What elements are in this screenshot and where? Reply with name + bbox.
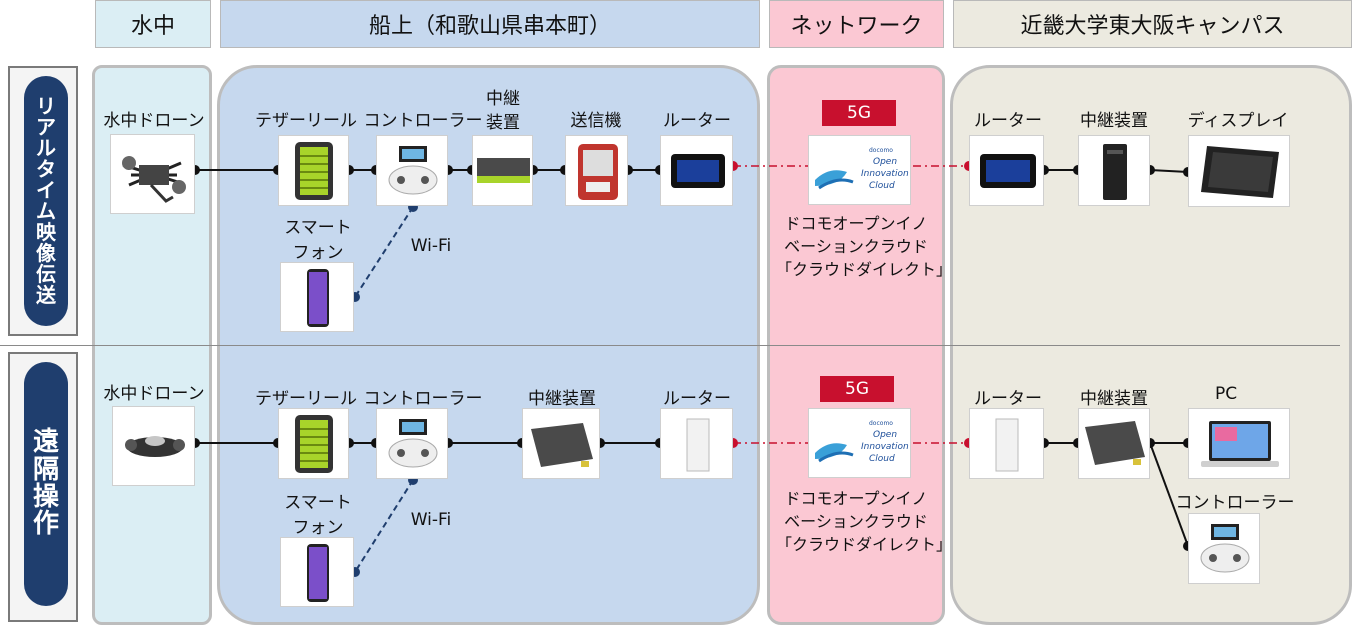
router-bottom-icon xyxy=(660,408,733,479)
drone-bottom-icon xyxy=(112,406,195,486)
campus-router-bottom-icon xyxy=(969,408,1044,479)
label-pc: PC xyxy=(1214,384,1238,404)
label-campus-relay-top: 中継装置 xyxy=(1080,111,1148,131)
label-controller-bottom: コントローラー xyxy=(363,389,483,409)
relay-device-icon xyxy=(472,135,533,206)
label-display: ディスプレイ xyxy=(1187,111,1289,131)
label-wifi-top: Wi-Fi xyxy=(410,236,452,256)
label-campus-router-bottom: ルーター xyxy=(974,389,1042,409)
label-relay-top-b: 装置 xyxy=(486,113,520,133)
badge-5g-top: 5G xyxy=(822,100,896,126)
tether-reel-icon xyxy=(278,135,349,206)
campus-controller-icon xyxy=(1188,513,1260,584)
campus-relay-bottom-icon xyxy=(1078,408,1150,479)
label-relay-top-a: 中継 xyxy=(486,89,520,109)
drone-icon xyxy=(110,134,195,214)
tether-reel-bottom-icon xyxy=(278,408,349,479)
header-campus: 近畿大学東大阪キャンパス xyxy=(953,0,1352,48)
label-campus-controller: コントローラー xyxy=(1175,493,1295,513)
cloud-caption-bottom: ドコモオープンイノベーションクラウド「クラウドダイレクト」 xyxy=(776,489,953,555)
svg-text:Open: Open xyxy=(873,430,897,440)
transmitter-icon xyxy=(565,135,628,206)
smartphone-icon xyxy=(280,262,354,332)
cloud-logo-top: docomo Open Innovation Cloud xyxy=(808,135,911,205)
label-transmitter: 送信機 xyxy=(570,111,622,131)
label-smartphone-bottom-a: スマート xyxy=(284,493,352,513)
smartphone-bottom-icon xyxy=(280,537,354,607)
label-tether-top: テザーリール xyxy=(255,111,357,131)
svg-text:docomo: docomo xyxy=(869,420,893,427)
header-ship: 船上（和歌山県串本町） xyxy=(220,0,760,48)
svg-text:Cloud: Cloud xyxy=(869,454,895,464)
badge-5g-bottom: 5G xyxy=(820,376,894,402)
svg-text:docomo: docomo xyxy=(869,147,893,154)
svg-text:Innovation: Innovation xyxy=(861,442,909,452)
cloud-caption-top: ドコモオープンイノベーションクラウド「クラウドダイレクト」 xyxy=(776,214,953,280)
label-smartphone-top-b: フォン xyxy=(292,243,344,263)
pc-icon xyxy=(1188,408,1290,479)
label-smartphone-bottom-b: フォン xyxy=(292,518,344,538)
campus-router-icon xyxy=(969,135,1044,206)
svg-text:Innovation: Innovation xyxy=(861,169,909,179)
display-icon xyxy=(1188,135,1290,207)
header-network: ネットワーク xyxy=(769,0,944,48)
label-campus-router-top: ルーター xyxy=(974,111,1042,131)
label-smartphone-top-a: スマート xyxy=(284,218,352,238)
router-icon xyxy=(660,135,733,206)
row-divider xyxy=(0,345,1340,346)
label-controller-top: コントローラー xyxy=(363,111,483,131)
header-underwater: 水中 xyxy=(95,0,211,48)
pill-realtime: リアル タイム 映像伝 送 xyxy=(24,76,68,326)
campus-relay-icon xyxy=(1078,135,1150,206)
label-tether-bottom: テザーリール xyxy=(255,389,357,409)
controller-bottom-icon xyxy=(376,408,448,479)
cloud-logo-bottom: docomo Open Innovation Cloud xyxy=(808,408,911,478)
label-wifi-bottom: Wi-Fi xyxy=(410,510,452,530)
relay-bottom-icon xyxy=(522,408,600,479)
label-router-bottom: ルーター xyxy=(663,389,731,409)
label-campus-relay-bottom: 中継装置 xyxy=(1080,389,1148,409)
label-drone-top: 水中ドローン xyxy=(103,111,205,131)
svg-text:Cloud: Cloud xyxy=(869,181,895,191)
label-relay-bottom: 中継装置 xyxy=(528,389,596,409)
controller-icon xyxy=(376,135,448,206)
label-drone-bottom: 水中ドローン xyxy=(103,384,205,404)
svg-text:Open: Open xyxy=(873,157,897,167)
label-router-top: ルーター xyxy=(663,111,731,131)
pill-remote: 遠隔操作 xyxy=(24,362,68,606)
